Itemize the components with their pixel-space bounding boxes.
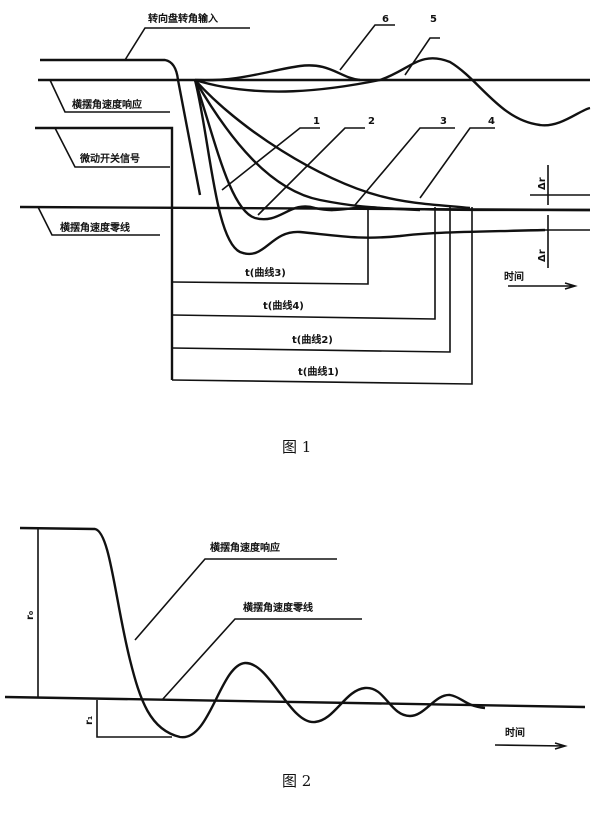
label-yaw-response: 横摆角速度响应 xyxy=(72,98,142,111)
duration-curve4-label: t(曲线4) xyxy=(263,299,304,312)
label-steering-input: 转向盘转角输入 xyxy=(148,12,218,25)
curve-number-6: 6 xyxy=(382,14,389,25)
curve-number-1: 1 xyxy=(313,116,320,127)
leader-5 xyxy=(404,37,440,76)
duration-curve3-bracket xyxy=(171,207,369,285)
figure-1-caption: 图 1 xyxy=(282,438,311,456)
leader-zero xyxy=(37,206,160,236)
r1-dimension xyxy=(96,700,172,738)
curve-number-4: 4 xyxy=(488,116,495,127)
leader-1 xyxy=(221,127,320,191)
duration-curve2-label: t(曲线2) xyxy=(292,333,333,346)
label-yaw-zero-fig2: 横摆角速度零线 xyxy=(243,601,313,614)
response-curve-5 xyxy=(194,57,591,127)
time-label-fig1: 时间 xyxy=(504,270,524,283)
duration-curve4-bracket xyxy=(171,207,436,320)
response-curve-3 xyxy=(193,79,421,212)
duration-curve1-label: t(曲线1) xyxy=(298,365,339,378)
r1-label: r₁ xyxy=(84,716,95,725)
leader-switch xyxy=(54,127,170,168)
duration-curve1-bracket xyxy=(171,207,473,385)
curve-number-3: 3 xyxy=(440,116,447,127)
label-yaw-response-fig2: 横摆角速度响应 xyxy=(210,541,280,554)
duration-curve3-label: t(曲线3) xyxy=(245,266,286,279)
leader-2 xyxy=(257,127,365,216)
delta-r-top: Δr xyxy=(537,177,548,190)
response-curve-6 xyxy=(194,64,361,82)
label-switch-signal: 微动开关信号 xyxy=(79,152,140,165)
delta-r-bottom: Δr xyxy=(537,249,548,262)
leader-4 xyxy=(419,127,495,199)
yaw-zero-line-fig2 xyxy=(4,695,586,709)
leader-6 xyxy=(339,24,395,71)
leader-yaw-response xyxy=(49,79,170,113)
curve-number-2: 2 xyxy=(368,116,375,127)
time-label-fig2: 时间 xyxy=(505,726,525,739)
leader-3 xyxy=(354,127,455,206)
time-arrow-fig1 xyxy=(508,282,578,290)
leader-yaw-zero-fig2 xyxy=(161,618,362,701)
response-curve-1 xyxy=(193,79,546,256)
figure-2: r₀ r₁ 横摆角速度响应 横摆角速度零线 时间 图 2 xyxy=(4,526,586,790)
yaw-response-curve-fig2 xyxy=(19,526,486,739)
leader-steering xyxy=(124,27,250,61)
response-curve-2 xyxy=(193,79,591,221)
leader-yaw-response-fig2 xyxy=(134,558,337,641)
response-curve-4 xyxy=(194,79,471,210)
curve-number-5: 5 xyxy=(430,14,437,25)
duration-curve2-bracket xyxy=(171,207,451,353)
figure-2-caption: 图 2 xyxy=(282,772,311,790)
time-arrow-fig2 xyxy=(494,742,568,750)
label-yaw-zero: 横摆角速度零线 xyxy=(60,221,130,234)
delta-r-bottom-marker xyxy=(530,215,590,268)
figure-1: 转向盘转角输入 横摆角速度响应 微动开关信号 横摆角速度零线 1 2 3 4 5… xyxy=(19,12,591,456)
r0-label: r₀ xyxy=(25,611,36,620)
delta-r-top-marker xyxy=(530,165,590,205)
switch-signal-line xyxy=(35,126,174,380)
